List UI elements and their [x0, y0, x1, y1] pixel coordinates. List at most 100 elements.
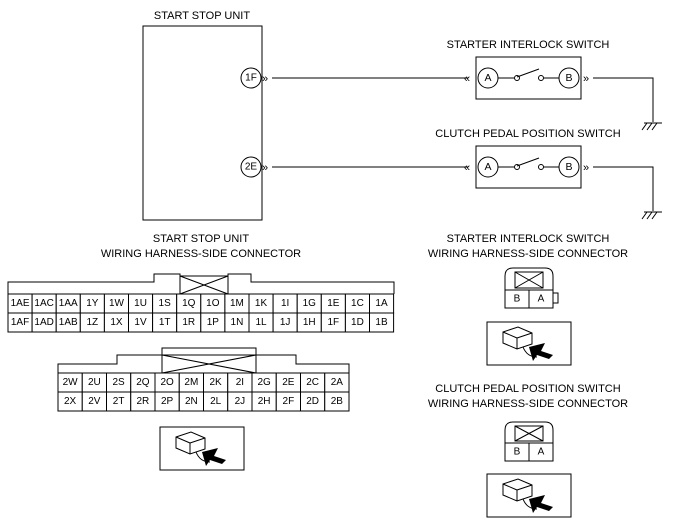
connector-pin-label: 1AD — [34, 317, 53, 328]
switch-contact-icon — [498, 68, 559, 81]
connector-pin-label: 2S — [113, 377, 126, 388]
sis-connector — [504, 267, 559, 309]
connector-pin-label: 2R — [136, 396, 149, 407]
cpps-terminal-a-label: A — [484, 161, 491, 173]
sis-conn-pin-b: B — [514, 294, 521, 305]
connector-pin-label: 2W — [63, 377, 79, 388]
ssu-conn-title-1: START STOP UNIT — [153, 233, 249, 245]
connector-pin-label: 1Z — [87, 317, 99, 328]
connector-pin-label: 1AF — [11, 317, 29, 328]
connector-pin-label: 2B — [331, 396, 344, 407]
connector-pin-label: 2J — [235, 396, 246, 407]
connector-pin-label: 1W — [109, 298, 125, 309]
terminal-1f — [240, 67, 262, 89]
cpps-connector — [504, 421, 554, 462]
plug-insertion-arrow-icon — [486, 321, 572, 366]
connector-pin-label: 1X — [110, 317, 123, 328]
connector-pin-label: 2X — [64, 396, 77, 407]
connector-pin-label: 1H — [303, 317, 316, 328]
ground-icon — [641, 211, 662, 220]
connector-pin-label: 2L — [210, 396, 222, 407]
connector-pin-label: 2E — [282, 377, 295, 388]
sis-conn-title-2: WIRING HARNESS-SIDE CONNECTOR — [428, 248, 628, 260]
connector-mark-icon: » — [583, 162, 589, 174]
connector-pin-label: 2G — [257, 377, 271, 388]
connector-mark-icon: » — [262, 73, 268, 85]
connector-pin-label: 1L — [255, 317, 267, 328]
wire-sis-to-ground — [593, 77, 654, 122]
ssu-box — [142, 25, 263, 221]
switch-contact-icon — [498, 157, 559, 170]
connector-pin-label: 1N — [231, 317, 244, 328]
connector-pin-label: 2A — [331, 377, 344, 388]
connector-pin-label: 1U — [134, 298, 147, 309]
connector-pin-label: 2V — [88, 396, 101, 407]
wire-cpps-to-ground — [593, 166, 654, 211]
connector-pin-label: 2N — [185, 396, 198, 407]
connector-pin-label: 1J — [280, 317, 291, 328]
connector-pin-label: 1AA — [59, 298, 78, 309]
connector-pin-label: 1S — [159, 298, 172, 309]
sis-terminal-b-label: B — [565, 72, 572, 84]
connector-pin-label: 2K — [210, 377, 223, 388]
connector-pin-label: 2U — [88, 377, 101, 388]
connector-mark-icon: » — [583, 73, 589, 85]
plug-insertion-arrow-icon — [486, 473, 572, 518]
connector-pin-label: 1T — [159, 317, 171, 328]
cpps-terminal-b-label: B — [565, 161, 572, 173]
connector-pin-label: 1AE — [11, 298, 30, 309]
sis-title: STARTER INTERLOCK SWITCH — [447, 39, 610, 51]
cpps-conn-title-1: CLUTCH PEDAL POSITION SWITCH — [435, 383, 620, 395]
connector-pin-label: 1E — [327, 298, 340, 309]
connector-pin-label: 1D — [351, 317, 364, 328]
connector-pin-label: 2P — [161, 396, 174, 407]
connector-pin-cell — [324, 391, 350, 412]
cpps-conn-pin-a: A — [538, 447, 545, 458]
connector-pin-label: 1R — [182, 317, 195, 328]
connector-pin-label: 1I — [281, 298, 289, 309]
ssu-conn-title-2: WIRING HARNESS-SIDE CONNECTOR — [101, 248, 301, 260]
connector-mark-icon: » — [262, 162, 268, 174]
connector-pin-label: 1Q — [182, 298, 196, 309]
sis-terminal-a-label: A — [484, 72, 491, 84]
connector-pin-label: 2F — [283, 396, 295, 407]
connector-pin-label: 1C — [351, 298, 364, 309]
connector-pin-label: 2C — [306, 377, 319, 388]
terminal-2e-label: 2E — [245, 162, 258, 173]
connector-pin-label: 1G — [303, 298, 317, 309]
connector-pin-cell — [369, 312, 395, 333]
cpps-conn-title-2: WIRING HARNESS-SIDE CONNECTOR — [428, 398, 628, 410]
connector-pin-label: 1O — [206, 298, 220, 309]
connector-pin-label: 2O — [160, 377, 174, 388]
connector-mark-icon: « — [464, 162, 470, 174]
connector-pin-label: 1M — [230, 298, 244, 309]
connector-pin-label: 1F — [328, 317, 340, 328]
ground-icon — [641, 122, 662, 131]
connector-pin-label: 1V — [134, 317, 147, 328]
terminal-1f-label: 1F — [245, 73, 257, 84]
connector2-lock-icon — [161, 354, 257, 374]
connector-pin-label: 2H — [258, 396, 271, 407]
connector-pin-label: 1AC — [34, 298, 53, 309]
connector-pin-label: 2D — [306, 396, 319, 407]
connector2-housing — [57, 347, 350, 373]
sis-conn-pin-a: A — [538, 294, 545, 305]
connector-pin-label: 1B — [375, 317, 388, 328]
cpps-title: CLUTCH PEDAL POSITION SWITCH — [435, 128, 620, 140]
connector-pin-label: 1K — [255, 298, 268, 309]
connector-pin-label: 1P — [207, 317, 220, 328]
connector1-lock-icon — [179, 275, 229, 295]
connector-pin-label: 2M — [184, 377, 198, 388]
connector-pin-label: 1AB — [59, 317, 78, 328]
cpps-conn-pin-b: B — [514, 447, 521, 458]
ssu-title: START STOP UNIT — [154, 10, 250, 22]
connector-mark-icon: « — [464, 73, 470, 85]
connector-pin-label: 2T — [113, 396, 125, 407]
connector-pin-label: 1A — [375, 298, 388, 309]
connector-pin-label: 2Q — [136, 377, 150, 388]
sis-conn-title-1: STARTER INTERLOCK SWITCH — [447, 233, 610, 245]
terminal-2e — [240, 156, 262, 178]
